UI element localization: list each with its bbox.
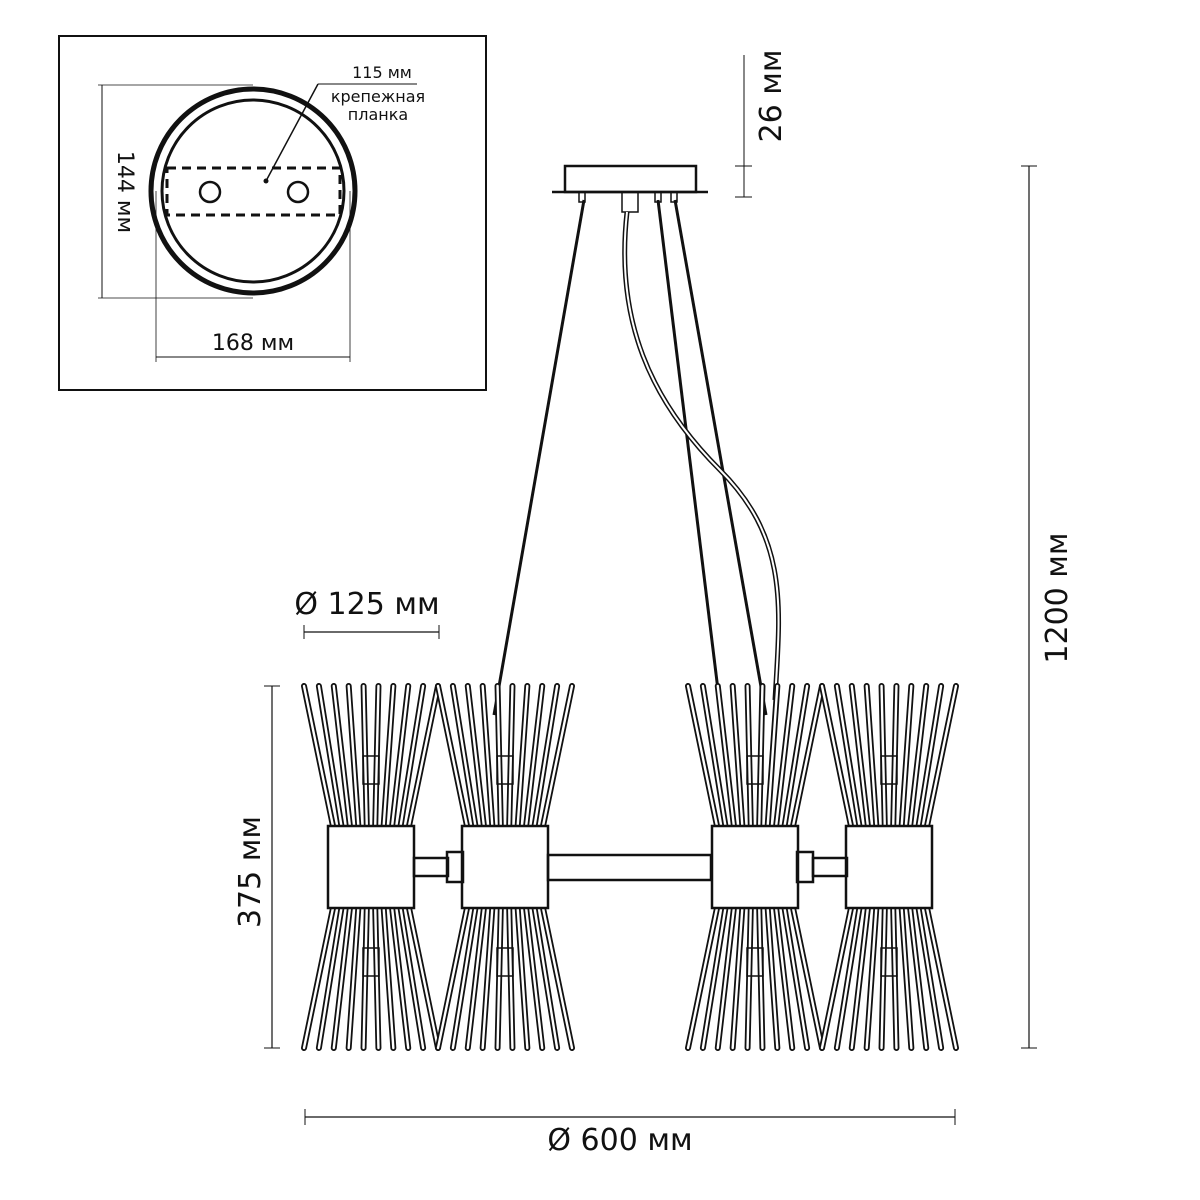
canopy-body — [563, 164, 698, 194]
suspension-cables — [492, 199, 782, 716]
bulb — [362, 755, 380, 785]
cable-left — [492, 199, 586, 716]
mounting-bracket — [165, 166, 342, 217]
shade-2 — [435, 683, 575, 1051]
crossbar-joint-left — [445, 850, 465, 884]
height-label: 144 мм — [112, 151, 137, 233]
shade-1 — [301, 683, 441, 1051]
canopy-height-dimension: 26 мм — [735, 50, 789, 198]
canopy-inner-circle — [160, 98, 346, 284]
total-diameter-dimension: Ø 600 мм — [304, 1109, 956, 1158]
spacing-label: 115 мм — [352, 63, 412, 82]
bracket-leader-line — [265, 83, 319, 182]
total-diameter-label: Ø 600 мм — [547, 1123, 692, 1158]
power-cord — [622, 211, 782, 701]
canopy-side — [552, 164, 708, 213]
bulb — [496, 947, 514, 977]
bulb — [880, 947, 898, 977]
shade-diameter-label: Ø 125 мм — [294, 587, 439, 622]
shade-height-label: 375 мм — [233, 816, 268, 928]
shade-collar — [460, 824, 550, 910]
crossbar — [412, 850, 849, 884]
shade-4 — [819, 683, 959, 1051]
crossbar-rod-right — [811, 856, 849, 878]
shade-collar — [844, 824, 934, 910]
total-height-label: 1200 мм — [1040, 532, 1075, 663]
crossbar-rod-center — [546, 853, 713, 882]
shade-diameter-dimension: Ø 125 мм — [294, 587, 440, 639]
bracket-hole-right — [286, 180, 310, 204]
bulb — [362, 947, 380, 977]
bracket-hole-left — [198, 180, 222, 204]
bulb — [880, 755, 898, 785]
canopy-outer-circle — [148, 86, 358, 296]
bulb — [496, 755, 514, 785]
canopy-grommet-left — [578, 191, 586, 203]
crossbar-joint-right — [795, 850, 815, 884]
cable-gland — [621, 191, 639, 213]
lamp-shades — [301, 683, 959, 1051]
shade-collar — [326, 824, 416, 910]
canopy-height-label: 26 мм — [754, 50, 789, 143]
shade-collar — [710, 824, 800, 910]
total-height-dimension: 1200 мм — [1021, 165, 1075, 1049]
bracket-label-line2: планка — [348, 105, 408, 124]
shade-3 — [685, 683, 825, 1051]
cable-right-1 — [656, 199, 720, 691]
width-label: 168 мм — [212, 331, 294, 356]
shade-height-dimension: 375 мм — [233, 685, 280, 1049]
cable-right-2 — [673, 199, 768, 716]
crossbar-rod-left — [412, 856, 450, 878]
canopy-inset: 115 мм крепежная планка 144 мм 168 мм — [58, 35, 487, 391]
bracket-label-line1: крепежная — [331, 87, 425, 106]
inset-frame — [58, 35, 487, 391]
bulb — [746, 755, 764, 785]
bulb — [746, 947, 764, 977]
